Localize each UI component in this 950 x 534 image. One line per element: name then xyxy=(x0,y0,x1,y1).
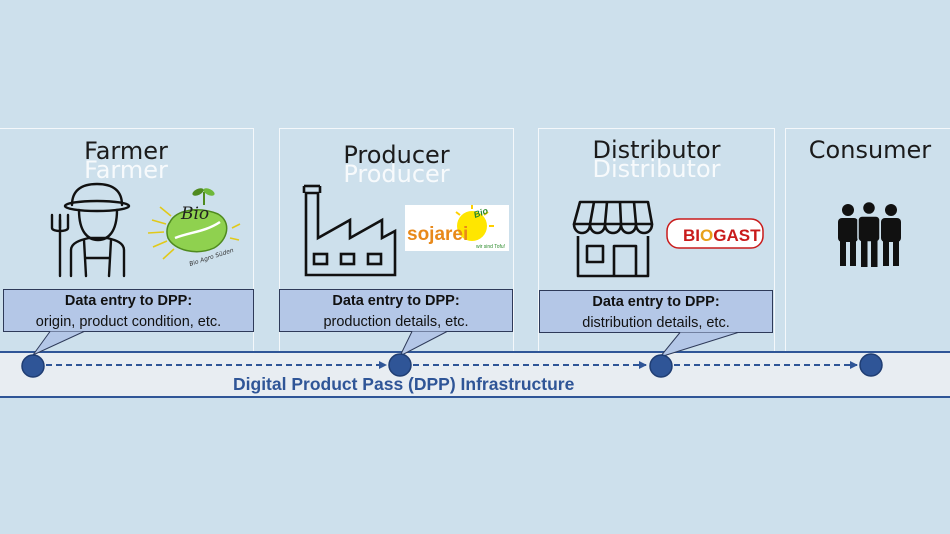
farmer-icon xyxy=(50,182,131,278)
producer-title-shadow: Producer xyxy=(343,160,450,188)
node-consumer xyxy=(859,353,883,377)
shop-icon xyxy=(572,200,654,278)
panel-distributor: Distributor Distributor xyxy=(538,128,775,352)
sojarei-logo-tagline: wir sind Tofu! xyxy=(476,244,505,250)
sojarei-logo-badge: Bio xyxy=(472,205,490,220)
node-producer xyxy=(388,353,412,377)
bio-agro-logo-text: Bio xyxy=(180,204,209,224)
callout-distributor: Data entry to DPP: distribution details,… xyxy=(539,290,773,333)
callout-producer-body: production details, etc. xyxy=(323,314,469,330)
biogast-logo-text: BIOGAST xyxy=(683,226,761,245)
panel-farmer: Farmer Farmer xyxy=(0,128,254,352)
dpp-infrastructure-label: Digital Product Pass (DPP) Infrastructur… xyxy=(233,374,575,394)
node-distributor xyxy=(649,354,673,378)
bio-agro-logo: Bio Bio Agro Süden xyxy=(147,188,241,268)
distributor-pointer xyxy=(658,332,739,358)
callout-pointers xyxy=(31,331,739,358)
distributor-title: Distributor xyxy=(592,136,721,164)
callout-producer: Data entry to DPP: production details, e… xyxy=(279,289,513,332)
farmer-title: Farmer xyxy=(84,137,168,165)
farmer-pointer xyxy=(31,331,85,357)
farmer-title-shadow: Farmer xyxy=(84,156,168,184)
distributor-title-shadow: Distributor xyxy=(592,155,721,183)
biogast-logo: BIOGAST xyxy=(666,218,764,249)
sojarei-logo-text: sojarei xyxy=(407,224,468,245)
callout-farmer: Data entry to DPP: origin, product condi… xyxy=(3,289,254,332)
callout-distributor-body: distribution details, etc. xyxy=(582,315,730,331)
dpp-infrastructure-band xyxy=(0,351,950,398)
dpp-nodes xyxy=(21,353,883,378)
sojarei-logo: sojarei Bio wir sind Tofu! xyxy=(405,205,509,251)
callout-farmer-body: origin, product condition, etc. xyxy=(35,314,222,330)
callout-distributor-title: Data entry to DPP: xyxy=(592,294,720,310)
callout-producer-title: Data entry to DPP: xyxy=(332,293,460,309)
panel-consumer: Consumer xyxy=(785,128,950,352)
consumer-title: Consumer xyxy=(808,136,932,164)
producer-title: Producer xyxy=(343,141,450,169)
factory-icon xyxy=(302,184,397,277)
people-icon xyxy=(838,200,901,267)
producer-pointer xyxy=(398,331,448,358)
node-farmer xyxy=(21,354,45,378)
panel-producer: Producer Producer xyxy=(279,128,514,352)
callout-farmer-title: Data entry to DPP: xyxy=(64,293,193,309)
